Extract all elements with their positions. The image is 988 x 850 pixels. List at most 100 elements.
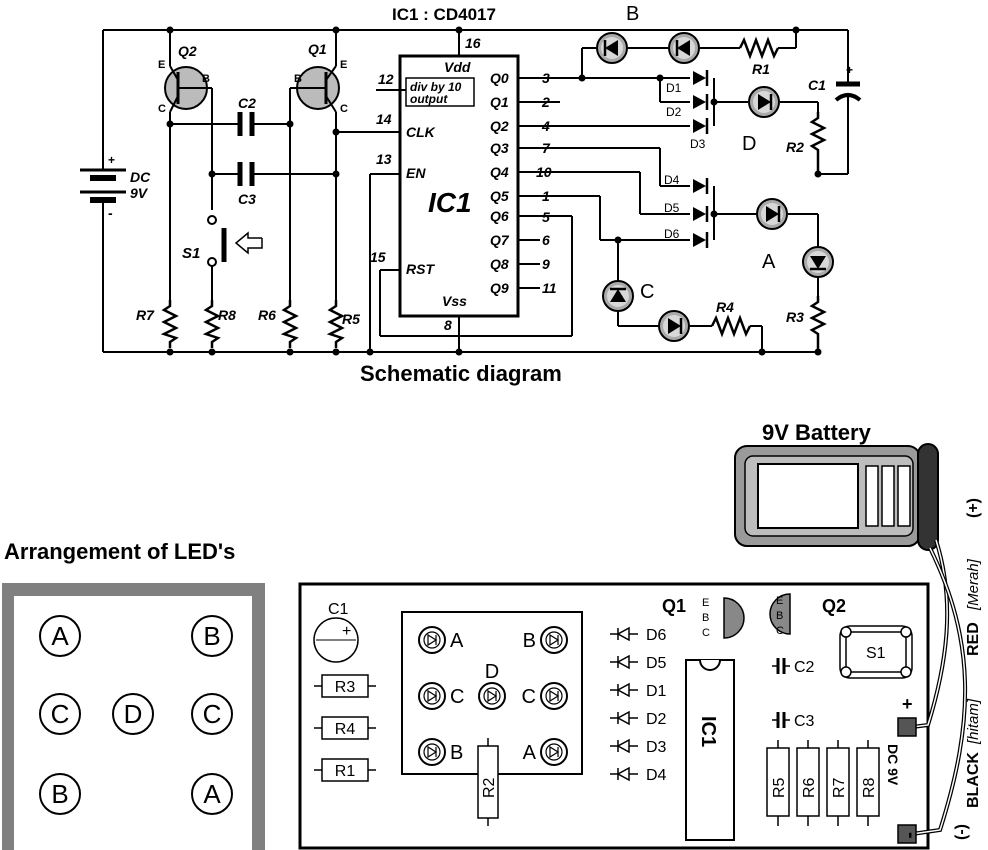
pcb-led-label: B <box>450 742 463 764</box>
pin-q8: 9 <box>542 256 550 272</box>
pin-vss: Vss <box>442 293 467 309</box>
battery-9v: 9V <box>130 185 149 201</box>
pcb-resistor-label: R4 <box>335 721 356 738</box>
q1-e: E <box>340 59 347 71</box>
led-c1 <box>601 279 635 313</box>
led-a2 <box>801 245 835 279</box>
pcb-ic-label: IC1 <box>697 716 719 747</box>
c3-label: C3 <box>238 191 256 207</box>
q1-label: Q1 <box>490 94 509 110</box>
pin-12: 12 <box>378 71 394 87</box>
pcb-q2-e: E <box>776 595 783 607</box>
red-label: RED <box>965 622 982 656</box>
ic-title: IC1 : CD4017 <box>392 5 496 24</box>
pin-rst: RST <box>406 261 435 277</box>
pcb-q2-c: C <box>776 625 784 637</box>
pcb-resistor-r8: R8 <box>856 740 880 826</box>
pcb-resistor-r5: R5 <box>766 740 790 826</box>
q1-c: C <box>340 103 348 115</box>
pcb-resistor-r3: R3 <box>314 674 376 698</box>
led-b1 <box>595 31 629 65</box>
pcb-led-label: A <box>450 630 464 652</box>
group-d-label: D <box>742 133 756 155</box>
pcb-c2-label: C2 <box>794 659 815 676</box>
c2-label: C2 <box>238 95 256 111</box>
pcb-c3 <box>772 712 790 728</box>
pin-q3: 7 <box>542 140 551 156</box>
pcb-resistor-label: R5 <box>771 777 788 798</box>
pcb-c1-plus: + <box>342 623 351 640</box>
pcb-diode-d5: D5 <box>609 655 667 672</box>
group-a-label: A <box>762 251 776 273</box>
pcb-resistor-label: R7 <box>831 777 848 798</box>
pcb-resistor-r1: R1 <box>314 758 376 782</box>
q1-b: B <box>294 73 302 85</box>
led-d <box>747 85 781 119</box>
black-sign: (-) <box>953 824 970 840</box>
ic-name: IC1 <box>428 187 472 218</box>
pcb-diode-d3: D3 <box>609 739 667 756</box>
arrangement-led-c: C <box>191 693 233 735</box>
pin-8: 8 <box>444 317 452 333</box>
arrangement-led-c: C <box>39 693 81 735</box>
pcb-led-b: B <box>418 738 463 766</box>
q6-label: Q6 <box>490 208 509 224</box>
pcb-led-d: D <box>478 661 506 710</box>
pcb-resistor-label: R8 <box>861 777 878 798</box>
arrangement-led-a: A <box>39 615 81 657</box>
q2-label: Q2 <box>490 118 509 134</box>
terminal-minus: - <box>900 832 922 839</box>
pcb-led-label: C <box>450 686 464 708</box>
arrangement-title: Arrangement of LED's <box>4 539 235 564</box>
c1-plus: + <box>846 63 853 77</box>
c1-label: C1 <box>808 77 826 93</box>
pin-vdd: Vdd <box>444 59 471 75</box>
diode-d5 <box>691 204 709 224</box>
pcb-resistor-label: R6 <box>801 777 818 798</box>
pcb-led-c: C <box>522 682 568 710</box>
pcb-r2 <box>477 738 499 826</box>
diode-d4 <box>691 176 709 196</box>
pcb-led-a: A <box>418 626 464 654</box>
q0-label: Q0 <box>490 70 509 86</box>
pcb-q1-c: C <box>702 627 710 639</box>
diode-d6 <box>691 230 709 250</box>
pcb-c1-label: C1 <box>328 601 349 618</box>
arrangement-label: B <box>203 621 220 651</box>
pcb-c2 <box>772 658 790 674</box>
d4-label: D4 <box>664 173 680 187</box>
pin-q6: 5 <box>542 209 550 225</box>
diode-d2 <box>691 92 709 112</box>
battery-plus: + <box>108 153 115 167</box>
pcb-diode-label: D2 <box>646 711 667 728</box>
pin-q1: 2 <box>541 94 550 110</box>
terminal-minus-pad <box>897 824 917 844</box>
led-c2 <box>657 309 691 343</box>
arrangement-label: D <box>124 699 143 729</box>
pin-q7: 6 <box>542 232 550 248</box>
schematic-caption: Schematic diagram <box>360 361 562 386</box>
r3-label: R3 <box>786 309 804 325</box>
q5-label: Q5 <box>490 188 509 204</box>
s1-label: S1 <box>182 245 200 262</box>
pcb-led-b: B <box>523 626 568 654</box>
r4-label: R4 <box>716 299 734 315</box>
pin-en: EN <box>406 165 426 181</box>
led-b2 <box>667 31 701 65</box>
pcb-diode-label: D4 <box>646 767 667 784</box>
pcb-led-label: B <box>523 630 536 652</box>
pcb-diode-label: D3 <box>646 739 667 756</box>
r7-label: R7 <box>136 307 155 323</box>
pcb-led-label: C <box>522 686 536 708</box>
pcb-s1 <box>839 625 913 679</box>
arrangement-led-b: B <box>191 615 233 657</box>
pcb-resistor-label: R3 <box>335 679 356 696</box>
pin-q0: 3 <box>542 70 550 86</box>
pcb-resistor-r4: R4 <box>314 716 376 740</box>
d2-label: D2 <box>666 105 682 119</box>
pin-clk: CLK <box>406 124 436 140</box>
terminal-plus-pad <box>897 717 917 737</box>
pcb-diode-d6: D6 <box>609 627 667 644</box>
